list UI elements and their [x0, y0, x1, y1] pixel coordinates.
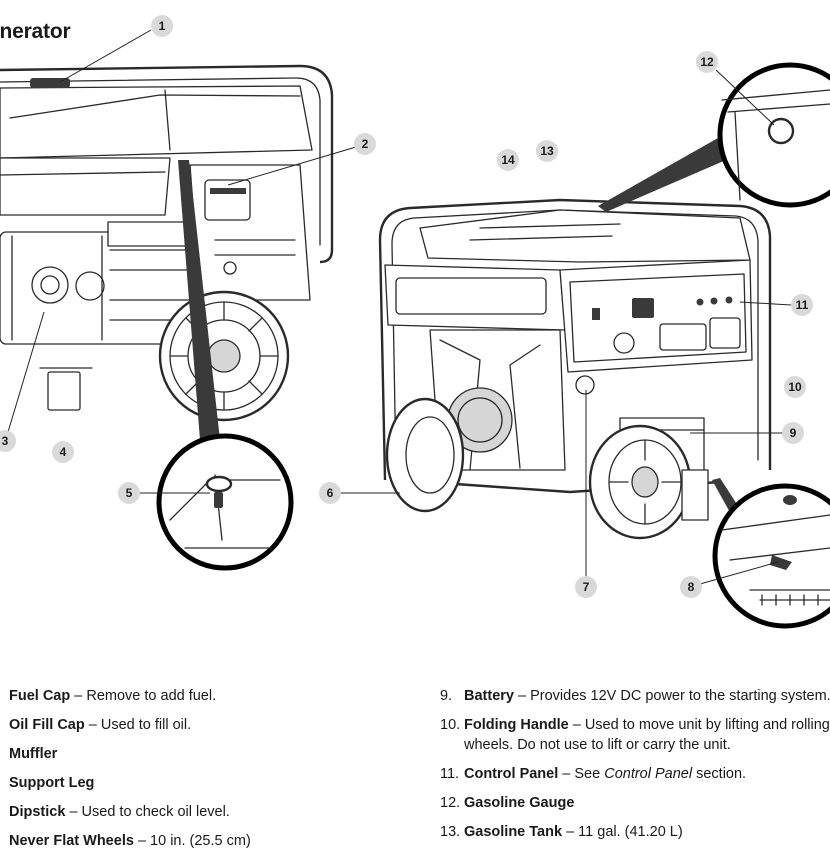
svg-text:9: 9 [790, 426, 797, 440]
callout-2: 2 [354, 133, 376, 155]
wing-nut-illustration [770, 555, 792, 570]
part-dipstick: Dipstick – Used to check oil level. [9, 804, 230, 820]
support-leg-magnifier [712, 478, 830, 629]
rear-view-illustration [0, 64, 334, 422]
callout-8: 8 [680, 576, 702, 598]
callout-9: 9 [782, 422, 804, 444]
part-gasoline-tank: 13.Gasoline Tank – 11 gal. (41.20 L) [440, 824, 683, 840]
callout-7: 7 [575, 576, 597, 598]
left-front-wheel-illustration [385, 397, 465, 513]
part-muffler: Muffler [9, 746, 58, 762]
svg-text:11: 11 [796, 298, 809, 312]
callout-5: 5 [118, 482, 140, 504]
svg-text:4: 4 [60, 445, 67, 459]
svg-text:2: 2 [362, 137, 369, 151]
part-oil-fill-cap: Oil Fill Cap – Used to fill oil. [9, 717, 192, 733]
callout-11: 11 [791, 294, 813, 316]
generator-diagram: 1 2 3 4 5 6 7 8 9 10 11 12 13 14 [0, 15, 830, 629]
gasoline-gauge-magnifier [598, 62, 830, 212]
parts-list-right: 9.Battery – Provides 12V DC power to the… [440, 686, 830, 851]
part-battery: 9.Battery – Provides 12V DC power to the… [440, 688, 830, 704]
part-never-flat-wheels: Never Flat Wheels – 10 in. (25.5 cm) [9, 833, 251, 849]
svg-text:13: 13 [540, 144, 554, 158]
svg-text:1: 1 [159, 19, 166, 33]
parts-list-left: Fuel Cap – Remove to add fuel. Oil Fill … [9, 686, 409, 860]
svg-text:7: 7 [583, 580, 590, 594]
dipstick-illustration [214, 492, 223, 508]
svg-text:8: 8 [688, 580, 695, 594]
svg-text:3: 3 [2, 434, 9, 448]
callout-13: 13 [536, 140, 558, 162]
front-support-leg-illustration [681, 469, 709, 521]
callout-12: 12 [696, 51, 718, 73]
part-control-panel: 11.Control Panel – See Control Panel sec… [440, 766, 747, 782]
control-panel-illustration [559, 259, 753, 373]
rear-wheel-illustration [158, 290, 290, 422]
svg-text:14: 14 [501, 153, 515, 167]
callout-10: 10 [784, 376, 806, 398]
part-fuel-cap: Fuel Cap – Remove to add fuel. [9, 688, 217, 704]
svg-text:10: 10 [788, 380, 802, 394]
diagram-title: enerator [0, 20, 71, 43]
svg-text:12: 12 [700, 55, 714, 69]
callout-1: 1 [151, 15, 173, 37]
svg-text:5: 5 [126, 486, 133, 500]
right-front-wheel-illustration [588, 424, 692, 540]
callout-6: 6 [319, 482, 341, 504]
part-gasoline-gauge: 12.Gasoline Gauge [440, 795, 575, 811]
front-view-illustration [378, 198, 772, 540]
support-leg-illustration [47, 371, 81, 411]
callout-4: 4 [52, 441, 74, 463]
dipstick-detail-magnifier [156, 160, 294, 571]
leader-lines [7, 29, 792, 585]
svg-text:6: 6 [327, 486, 334, 500]
part-support-leg: Support Leg [9, 775, 95, 791]
oil-fill-cap-illustration [210, 188, 246, 194]
part-folding-handle: 10.Folding Handle – Used to move unit by… [440, 717, 830, 753]
callout-14: 14 [497, 149, 519, 171]
callout-3: 3 [0, 430, 16, 452]
fuel-cap-illustration [30, 78, 70, 88]
gasoline-gauge-illustration [767, 117, 795, 145]
